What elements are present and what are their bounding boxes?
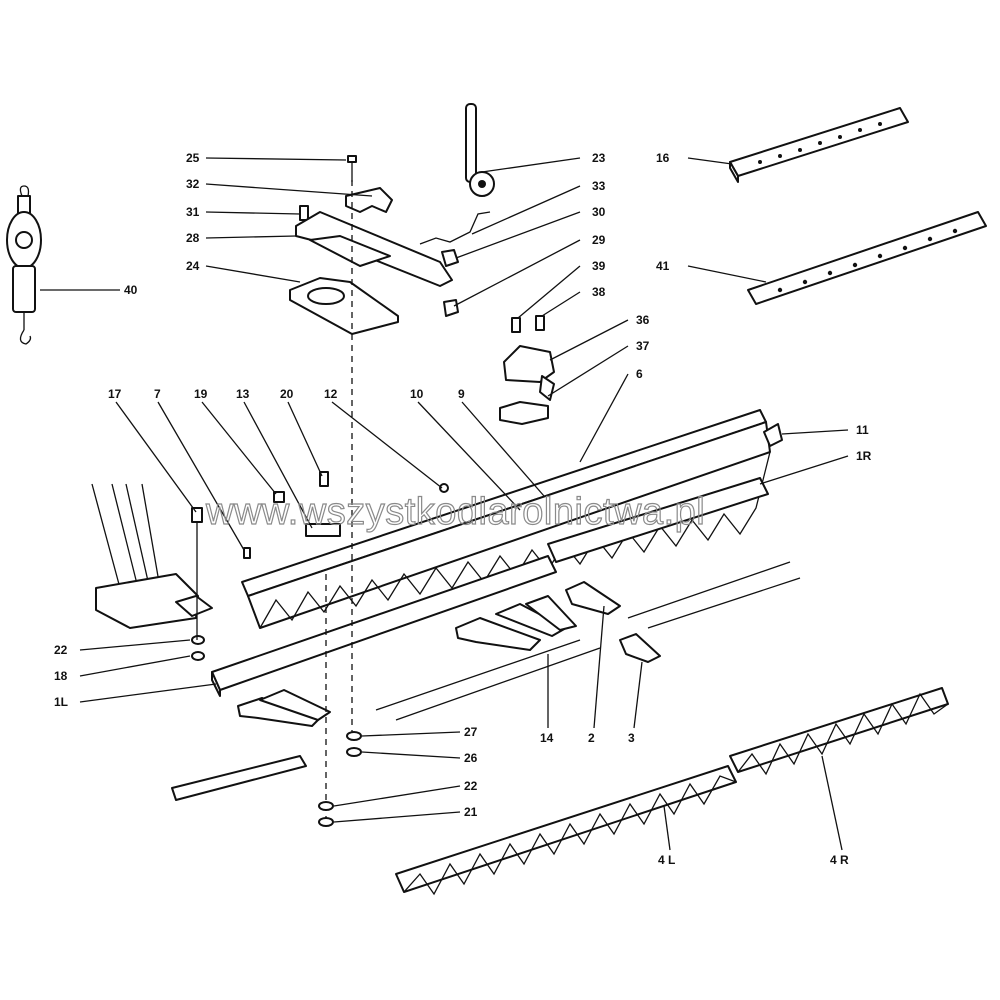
callout-30: 30 — [592, 205, 606, 219]
callout-1R: 1R — [856, 449, 872, 463]
callout-32: 32 — [186, 177, 200, 191]
bracket-assembly — [499, 315, 555, 425]
knife-bar-part-4L — [395, 765, 737, 896]
callout-40: 40 — [124, 283, 138, 297]
callout-14: 14 — [540, 731, 554, 745]
cutter-bar-main — [211, 409, 783, 697]
wear-strips-part-14 — [171, 561, 801, 801]
callout-4L: 4 L — [658, 853, 675, 867]
callout-7: 7 — [154, 387, 161, 401]
callout-1L: 1L — [54, 695, 68, 709]
callout-17: 17 — [108, 387, 122, 401]
callout-37: 37 — [636, 339, 650, 353]
knife-bar-part-4R — [729, 687, 949, 776]
drive-arm-assembly — [289, 103, 495, 335]
callout-11: 11 — [856, 423, 869, 437]
callout-26: 26 — [464, 751, 478, 765]
callout-16: 16 — [656, 151, 670, 165]
callout-22-bottom: 22 — [464, 779, 478, 793]
guard-cluster-left — [237, 689, 331, 727]
callout-labels: 25 32 31 28 24 23 33 30 29 39 38 36 37 6… — [54, 151, 872, 867]
callout-2: 2 — [588, 731, 595, 745]
callout-36: 36 — [636, 313, 650, 327]
callout-31: 31 — [186, 205, 200, 219]
callout-10: 10 — [410, 387, 424, 401]
guard-part-2 — [565, 581, 621, 615]
callout-13: 13 — [236, 387, 250, 401]
callout-19: 19 — [194, 387, 208, 401]
callout-6: 6 — [636, 367, 643, 381]
callout-24: 24 — [186, 259, 200, 273]
callout-4R: 4 R — [830, 853, 849, 867]
callout-9: 9 — [458, 387, 465, 401]
callout-23: 23 — [592, 151, 606, 165]
callout-28: 28 — [186, 231, 200, 245]
callout-18: 18 — [54, 669, 68, 683]
callout-22-left: 22 — [54, 643, 68, 657]
callout-33: 33 — [592, 179, 606, 193]
callout-25: 25 — [186, 151, 200, 165]
callout-21: 21 — [464, 805, 478, 819]
bar-part-41 — [747, 211, 987, 305]
bar-part-16 — [729, 107, 909, 183]
guard-part-3 — [619, 633, 661, 663]
frame-base — [91, 483, 213, 629]
callout-29: 29 — [592, 233, 606, 247]
callout-12: 12 — [324, 387, 338, 401]
callout-27: 27 — [464, 725, 478, 739]
guard-cluster-middle — [455, 595, 577, 651]
callout-38: 38 — [592, 285, 606, 299]
watermark: www.wszystkodlarolnictwa.pl — [205, 491, 705, 533]
spring-balance-part-40 — [6, 185, 42, 345]
fastener-column — [191, 180, 449, 827]
callout-20: 20 — [280, 387, 294, 401]
callout-3: 3 — [628, 731, 635, 745]
callout-39: 39 — [592, 259, 606, 273]
callout-41: 41 — [656, 259, 670, 273]
leader-lines — [40, 157, 849, 851]
